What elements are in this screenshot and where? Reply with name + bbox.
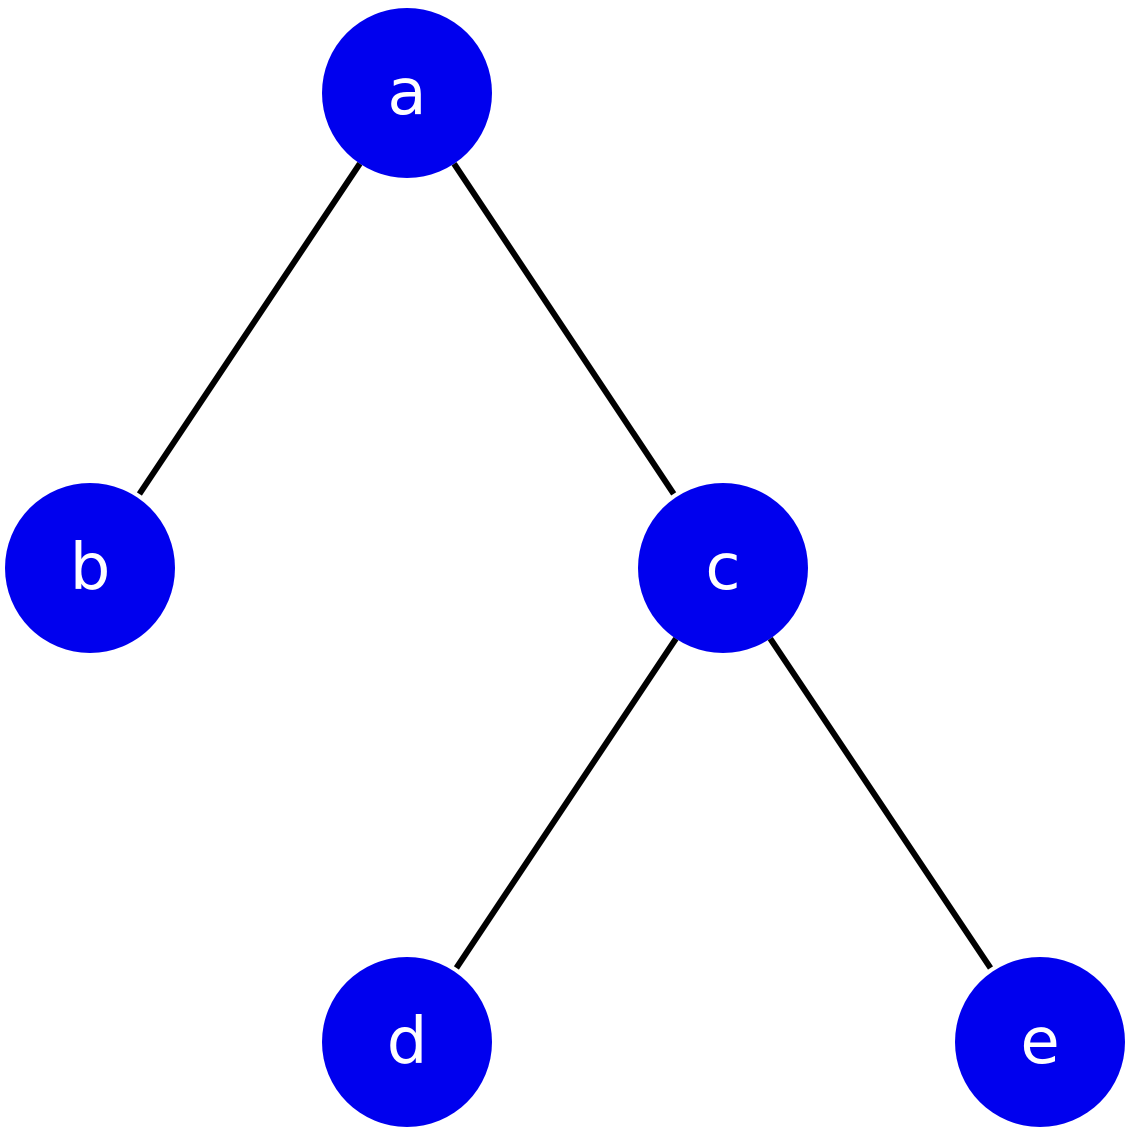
node-c-label: c bbox=[705, 531, 740, 605]
edge-a-b bbox=[136, 162, 363, 496]
node-e: e bbox=[955, 957, 1125, 1127]
edge-c-e bbox=[767, 637, 993, 970]
node-a: a bbox=[322, 8, 492, 178]
edge-a-c bbox=[451, 162, 677, 496]
node-a-circle bbox=[322, 8, 492, 178]
edges bbox=[136, 162, 993, 970]
node-d-circle bbox=[322, 957, 492, 1127]
node-b-circle bbox=[5, 483, 175, 653]
node-e-circle bbox=[955, 957, 1125, 1127]
node-c: c bbox=[638, 483, 808, 653]
node-a-label: a bbox=[387, 56, 426, 130]
node-b: b bbox=[5, 483, 175, 653]
node-d-label: d bbox=[387, 1005, 428, 1079]
node-b-label: b bbox=[70, 531, 111, 605]
edge-c-d bbox=[453, 637, 679, 970]
node-d: d bbox=[322, 957, 492, 1127]
node-c-circle bbox=[638, 483, 808, 653]
node-e-label: e bbox=[1020, 1005, 1059, 1079]
